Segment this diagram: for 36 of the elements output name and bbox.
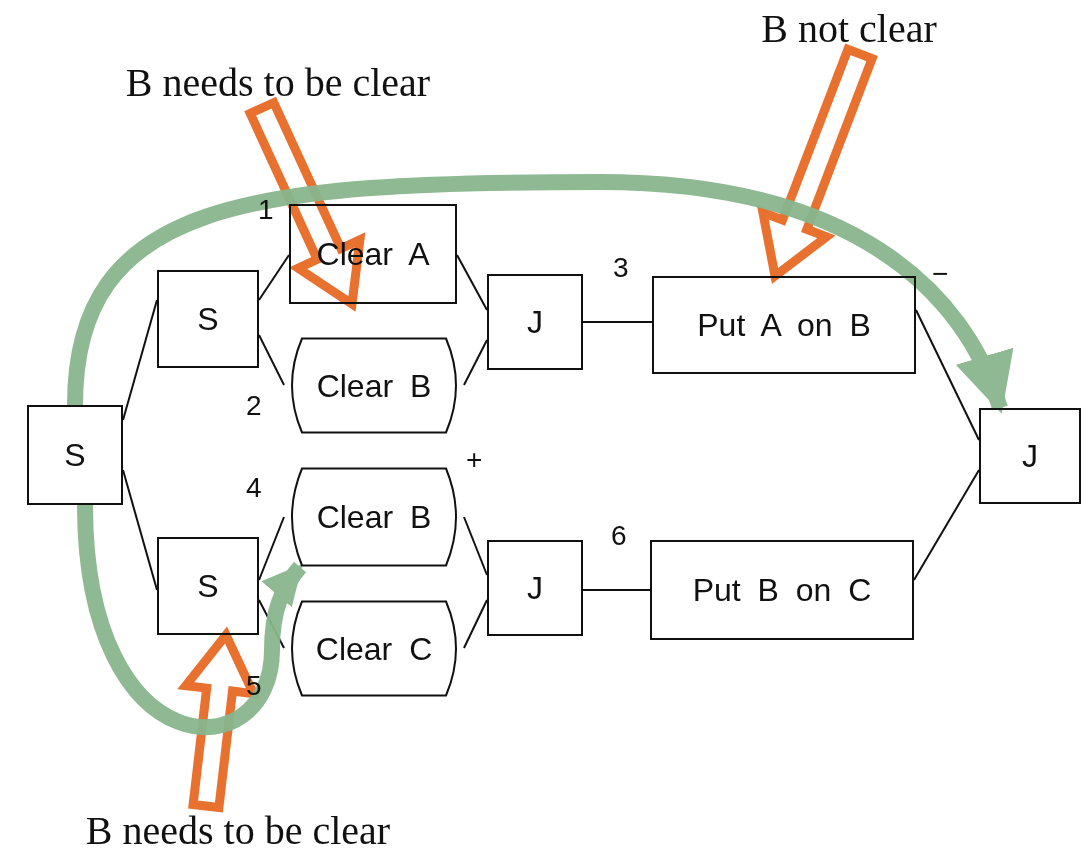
annotation-text: B needs to be clear <box>58 58 498 108</box>
step-number: 1 <box>258 196 274 224</box>
hollow-arrow <box>756 43 878 284</box>
connector-line <box>463 599 488 649</box>
connector-line <box>456 254 488 311</box>
step-number: 4 <box>246 474 262 502</box>
connector-line <box>582 321 653 323</box>
connector-line <box>582 589 651 591</box>
connector-line <box>463 339 488 386</box>
connector-line <box>122 469 158 591</box>
connector-line <box>122 299 158 421</box>
split-box: S <box>157 270 259 368</box>
join-box: J <box>979 408 1081 504</box>
connector-line <box>258 516 285 581</box>
join-box: J <box>487 540 583 636</box>
connector-line <box>258 254 290 301</box>
annotation-text: B needs to be clear <box>18 806 458 852</box>
curved-arrow <box>67 174 1011 414</box>
minus-sign: − <box>932 260 949 288</box>
hollow-arrow <box>244 96 366 312</box>
connector-line <box>463 516 488 576</box>
join-box: J <box>487 274 583 370</box>
plus-sign: + <box>466 446 483 474</box>
split-box: S <box>27 405 123 505</box>
connector-line <box>913 469 980 581</box>
connector-line <box>258 334 285 386</box>
step-number: 6 <box>611 522 627 550</box>
curved-arrow <box>77 504 307 735</box>
split-box: S <box>157 537 259 635</box>
step-number: 5 <box>246 672 262 700</box>
step-number: 3 <box>613 254 629 282</box>
annotation-text: B not clear <box>724 4 974 54</box>
step-number: 2 <box>246 392 262 420</box>
connector-line <box>915 309 980 441</box>
action-box: Put A on B <box>652 276 916 374</box>
action-box: Put B on C <box>650 540 914 640</box>
